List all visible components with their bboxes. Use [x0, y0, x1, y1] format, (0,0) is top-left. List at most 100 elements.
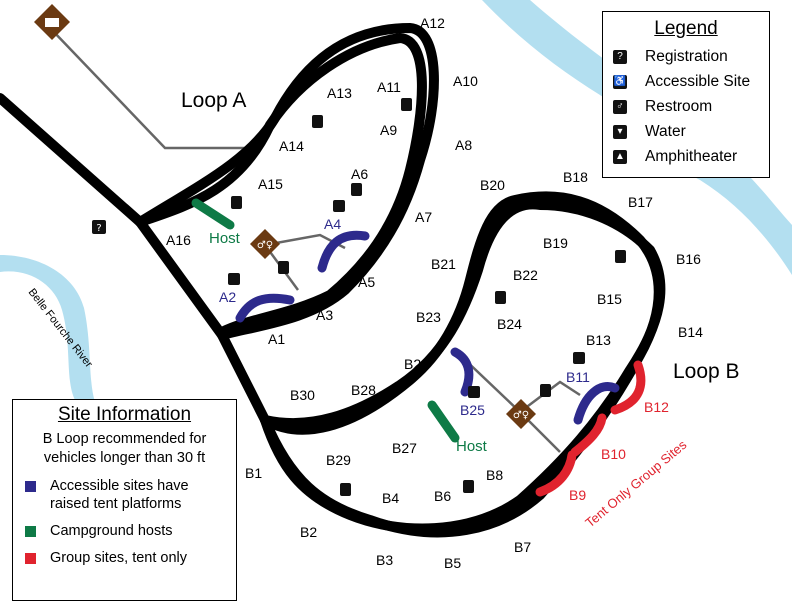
- water-icon: [312, 115, 323, 128]
- water-icon: [463, 480, 474, 493]
- site-info-label: Campground hosts: [50, 523, 173, 539]
- site-label-b2: B2: [300, 524, 317, 540]
- site-label-b5: B5: [444, 555, 461, 571]
- site-label-a4: A4: [324, 216, 341, 232]
- water-icon: [231, 196, 242, 209]
- site-label-b22: B22: [513, 267, 538, 283]
- host-label-b: Host: [456, 438, 488, 455]
- amphitheater-icon: ▲: [613, 149, 627, 164]
- site-label-a5: A5: [358, 274, 375, 290]
- legend-item-registration: ?Registration: [613, 44, 759, 69]
- site-label-a3: A3: [316, 307, 333, 323]
- loop-b-label: Loop B: [673, 360, 740, 383]
- water-icon: ▾: [613, 124, 627, 139]
- water-icon: [540, 384, 551, 397]
- site-label-a11: A11: [377, 79, 401, 95]
- wheelchair-icon: ♿: [613, 74, 627, 89]
- site-label-b11: B11: [566, 369, 590, 385]
- wheelchair-icon: [468, 386, 480, 398]
- site-label-a13: A13: [327, 85, 352, 101]
- site-label-b23: B23: [416, 309, 441, 325]
- site-label-b27: B27: [392, 440, 417, 456]
- site-label-a6: A6: [351, 166, 368, 182]
- restroom-icon: ♂♀: [506, 399, 536, 429]
- site-label-a12: A12: [420, 15, 445, 31]
- loop-a-label: Loop A: [181, 89, 246, 112]
- site-label-b19: B19: [543, 235, 568, 251]
- legend-item-water: ▾Water: [613, 119, 759, 144]
- site-label-a15: A15: [258, 176, 283, 192]
- site-label-a1: A1: [268, 331, 285, 347]
- legend-title: Legend: [654, 18, 718, 39]
- site-label-b1: B1: [245, 465, 262, 481]
- site-label-b28: B28: [351, 382, 376, 398]
- site-label-b10: B10: [601, 446, 626, 462]
- water-icon: [401, 98, 412, 111]
- site-a2-accessible: [235, 293, 295, 323]
- site-label-b29: B29: [326, 452, 351, 468]
- site-label-b21: B21: [431, 256, 456, 272]
- site-info-label: Accessible sites have raised tent platfo…: [50, 478, 189, 512]
- accessible-swatch: [25, 481, 36, 492]
- site-label-b7: B7: [514, 539, 531, 555]
- host-label-a: Host: [209, 230, 241, 247]
- site-b11-accessible: [573, 382, 620, 425]
- water-icon: [340, 483, 351, 496]
- wheelchair-icon: [228, 273, 240, 285]
- water-icon: [351, 183, 362, 196]
- site-label-b6: B6: [434, 488, 451, 504]
- svg-text:♂♀: ♂♀: [257, 240, 273, 251]
- site-label-a8: A8: [455, 137, 472, 153]
- site-label-b12: B12: [644, 399, 669, 415]
- group-swatch: [25, 553, 36, 564]
- site-label-a2: A2: [219, 289, 236, 305]
- wheelchair-icon: [573, 352, 585, 364]
- site-label-a10: A10: [453, 73, 478, 89]
- river-west: [0, 255, 95, 402]
- site-label-b3: B3: [376, 552, 393, 568]
- svg-text:♂♀: ♂♀: [513, 410, 529, 421]
- legend-item-label: Accessible Site: [645, 72, 751, 90]
- site-label-a7: A7: [415, 209, 432, 225]
- site-label-b4: B4: [382, 490, 399, 506]
- site-label-a14: A14: [279, 138, 304, 154]
- amphitheater-icon: [34, 4, 70, 40]
- restroom-icon: ♂: [613, 99, 627, 114]
- site-label-b8: B8: [486, 467, 503, 483]
- site-label-b15: B15: [597, 291, 622, 307]
- footpaths: [51, 29, 581, 453]
- legend-item-label: Amphitheater: [645, 147, 738, 165]
- legend-panel: Legend ?Registration ♿Accessible Site ♂R…: [602, 11, 770, 178]
- site-a4-accessible: [317, 230, 370, 273]
- site-b25-accessible: [450, 347, 474, 397]
- wheelchair-icon: [333, 200, 345, 212]
- site-label-b30: B30: [290, 387, 315, 403]
- legend-item-label: Registration: [645, 47, 728, 65]
- site-info-hosts: Campground hosts: [23, 522, 226, 540]
- host-site-a: [191, 198, 235, 230]
- site-label-b16: B16: [676, 251, 701, 267]
- site-b10-group: [570, 413, 607, 457]
- river-east: [482, 0, 792, 275]
- svg-text:?: ?: [96, 223, 101, 234]
- site-b9-group: [535, 450, 577, 497]
- site-label-b17: B17: [628, 194, 653, 210]
- legend-item-accessible: ♿ Accessible Site: [613, 69, 759, 94]
- site-info-label: Group sites, tent only: [50, 550, 188, 566]
- legend-item-restroom: ♂Restroom: [613, 94, 759, 119]
- host-swatch: [25, 526, 36, 537]
- site-highlights: [191, 198, 646, 497]
- group-sites-label: Tent Only Group Sites: [582, 437, 689, 531]
- water-icon: [495, 291, 506, 304]
- host-site-b: [427, 400, 460, 443]
- legend-item-amphitheater: ▲ Amphitheater: [613, 144, 759, 169]
- site-labels: A1A2A3A4A5A6A7A8A9A10A11A12A13A14A15A16B…: [166, 15, 703, 571]
- site-label-a9: A9: [380, 122, 397, 138]
- restroom-icon: ♂♀: [250, 229, 280, 259]
- site-label-a16: A16: [166, 232, 191, 248]
- site-info-note: B Loop recommended for vehicles longer t…: [42, 431, 207, 466]
- site-label-b13: B13: [586, 332, 611, 348]
- site-info-accessible: Accessible sites have raised tent platfo…: [23, 477, 226, 513]
- site-info-group: Group sites, tent only: [23, 549, 226, 567]
